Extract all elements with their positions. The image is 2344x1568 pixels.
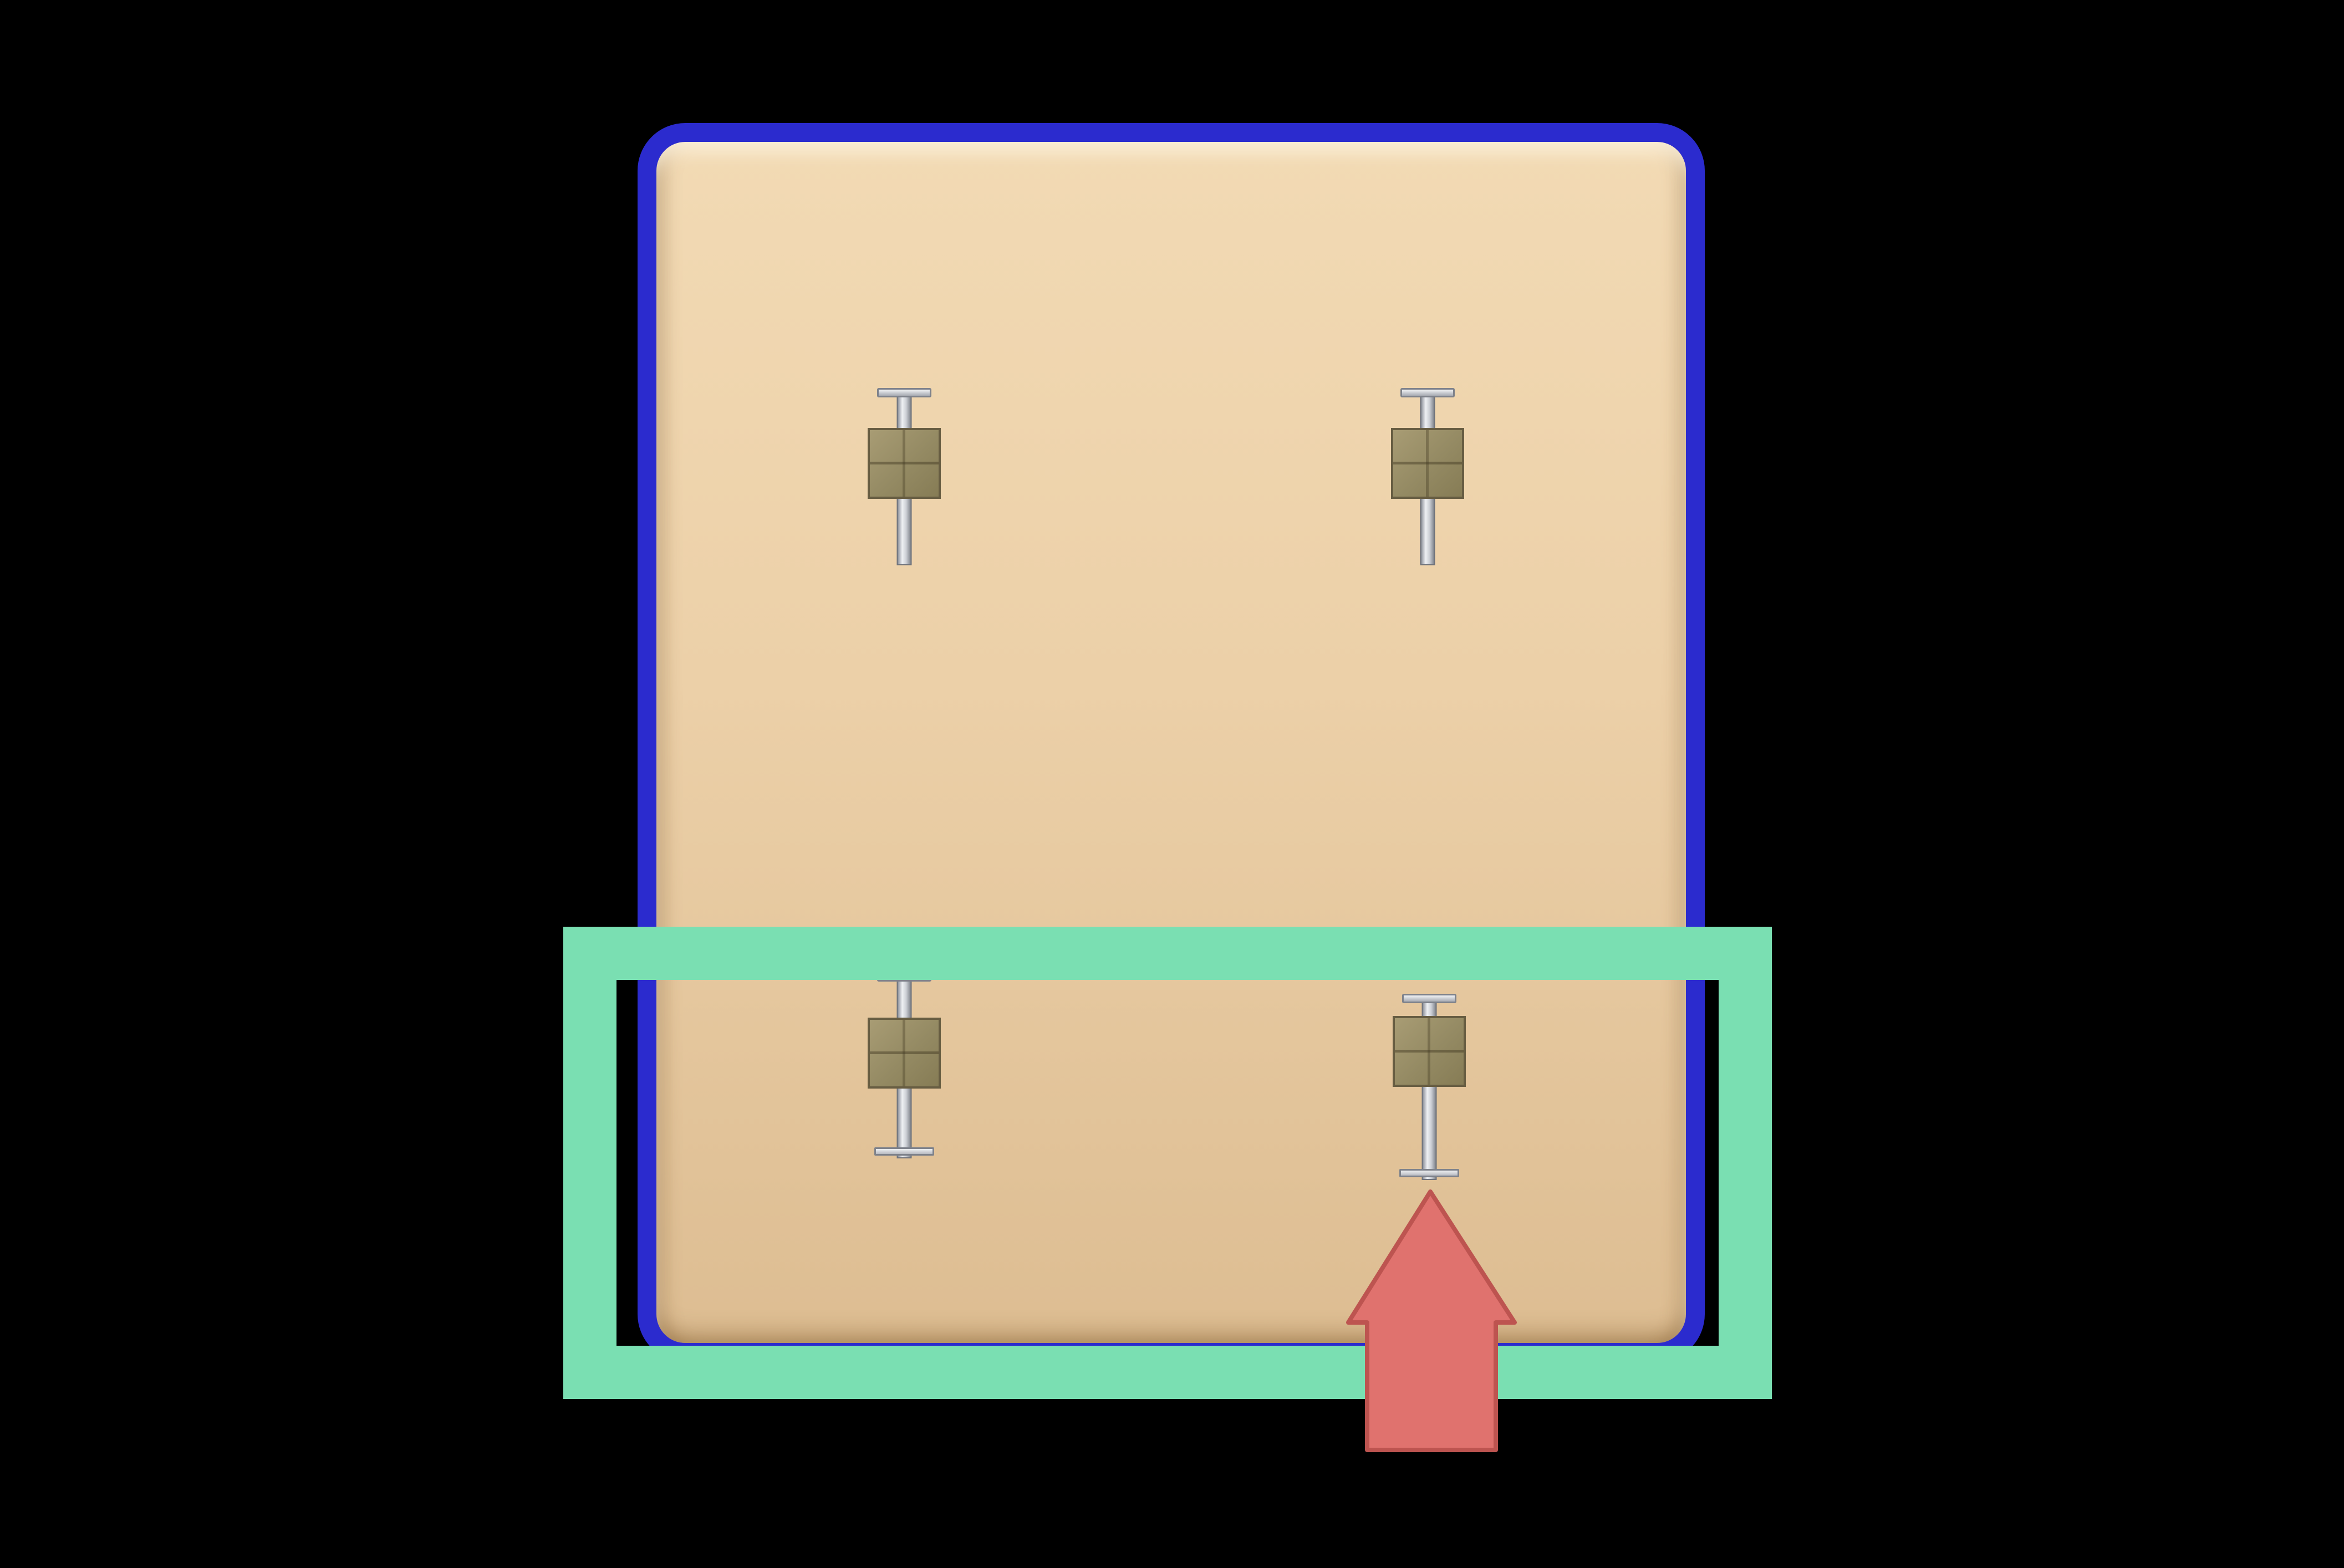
screw-top-left[interactable] [868,388,941,567]
screw-top-right[interactable] [1391,388,1464,567]
screw-head [1393,1016,1466,1087]
screw-flange [1399,1169,1459,1177]
screw-bottom-right[interactable] [1393,994,1466,1182]
screw-cap [877,388,931,397]
screw-head [1391,428,1464,499]
screw-head [868,428,941,499]
screw-cap [1402,994,1456,1003]
screw-flange [874,1147,934,1156]
screw-cap [1400,388,1455,397]
screw-head [868,1018,941,1089]
highlight-box [563,927,1772,1399]
